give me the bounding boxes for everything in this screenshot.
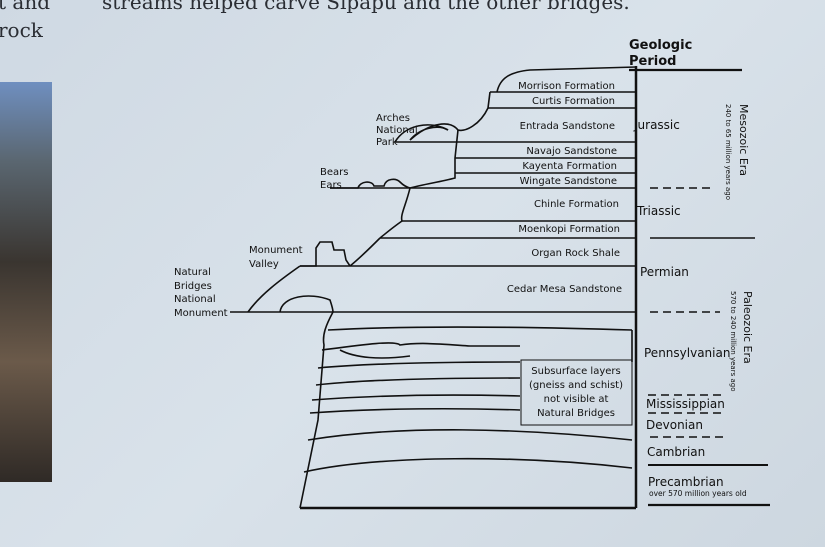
formation-label: Wingate Sandstone (520, 176, 617, 187)
formation-label: Navajo Sandstone (526, 146, 617, 157)
landmark-monument-valley: Valley (249, 259, 279, 270)
period-mississippian: Mississippian (646, 397, 725, 411)
landmark-arches: National (376, 125, 418, 136)
landmark-natural-bridges: Monument (174, 308, 228, 319)
period-pennsylvanian: Pennsylvanian (644, 346, 730, 360)
header-geologic: Geologic (629, 38, 692, 53)
landmark-natural-bridges: Natural (174, 267, 211, 278)
period-labels: Jurassic Triassic Permian Pennsylvanian … (633, 118, 747, 498)
era-labels: Mesozoic Era 240 to 65 million years ago… (724, 104, 754, 391)
era-paleozoic: Paleozoic Era (741, 291, 754, 364)
sign-text-top: streams helped carve Sipapu and the othe… (102, 0, 630, 14)
formation-label: Moenkopi Formation (518, 224, 620, 235)
subsurface-note-line: Subsurface layers (531, 366, 620, 377)
subsurface-note: Subsurface layers (gneiss and schist) no… (529, 366, 623, 419)
landmark-labels: Arches National Park Bears Ears Monument… (174, 113, 418, 319)
landmark-arches: Arches (376, 113, 410, 124)
diagram-lines (230, 66, 770, 510)
landmark-natural-bridges: National (174, 294, 216, 305)
sign-text-left-2: rock (0, 18, 43, 42)
formation-labels: Morrison Formation Curtis Formation Entr… (507, 81, 622, 295)
sign-text-left-1: t and (0, 0, 51, 14)
landmark-arches: Park (376, 137, 398, 148)
formation-label: Entrada Sandstone (520, 121, 615, 132)
period-jurassic: Jurassic (633, 118, 680, 132)
subsurface-note-box (520, 359, 633, 426)
precambrian-note: over 570 million years old (649, 489, 747, 498)
header-period: Period (629, 54, 676, 69)
formation-label: Kayenta Formation (522, 161, 617, 172)
period-triassic: Triassic (636, 204, 681, 218)
formation-label: Organ Rock Shale (531, 248, 620, 259)
formation-label: Curtis Formation (532, 96, 615, 107)
formation-label: Chinle Formation (534, 199, 619, 210)
subsurface-note-line: Natural Bridges (537, 408, 615, 419)
period-devonian: Devonian (646, 418, 703, 432)
era-paleozoic-range: 570 to 240 million years ago (729, 291, 737, 391)
sign-photo (0, 82, 52, 482)
formation-label: Morrison Formation (518, 81, 615, 92)
subsurface-note-line: not visible at (544, 394, 609, 405)
subsurface-note-line: (gneiss and schist) (529, 380, 623, 391)
formation-label: Cedar Mesa Sandstone (507, 284, 622, 295)
landmark-natural-bridges: Bridges (174, 281, 212, 292)
landmark-bears-ears: Bears (320, 167, 348, 178)
landmark-bears-ears: Ears (320, 180, 342, 191)
period-precambrian: Precambrian (648, 475, 724, 489)
landmark-monument-valley: Monument (249, 245, 303, 256)
period-cambrian: Cambrian (647, 445, 705, 459)
era-mesozoic-range: 240 to 65 million years ago (724, 104, 732, 200)
period-permian: Permian (640, 265, 689, 279)
era-mesozoic: Mesozoic Era (737, 104, 750, 176)
